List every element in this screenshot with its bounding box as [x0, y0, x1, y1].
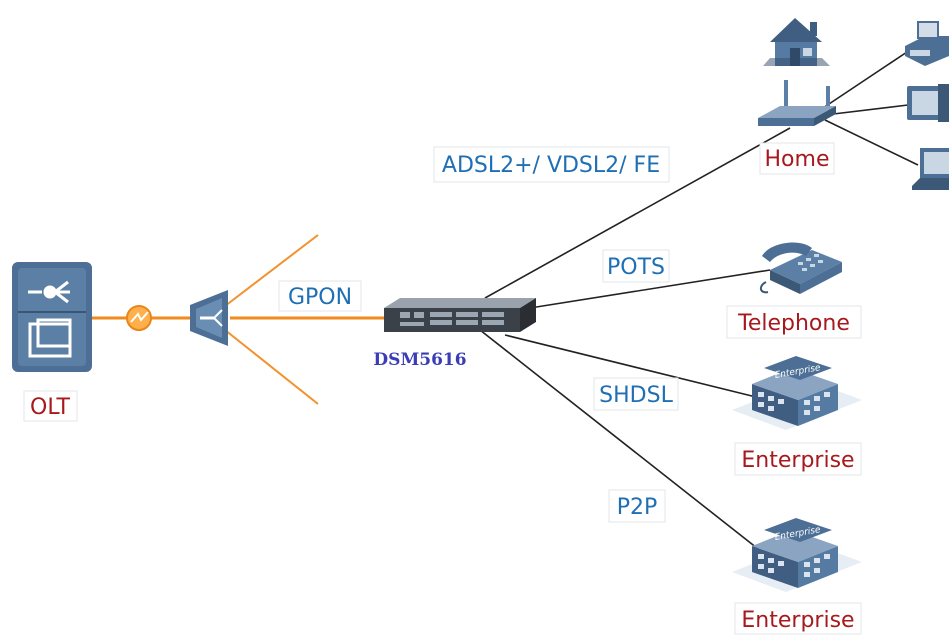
olt-label: OLT: [30, 395, 71, 420]
enterprise-label-1: Enterprise: [741, 448, 854, 473]
telephone-label-box: [726, 305, 862, 339]
p2p-label: P2P: [617, 495, 658, 520]
dsm5616-label: DSM5616: [373, 350, 466, 370]
house-icon: [763, 18, 830, 66]
enterprise-label-2: Enterprise: [741, 608, 854, 633]
home-label-box: [759, 142, 835, 175]
pots-label-box: [602, 249, 670, 283]
olt-label-box: [23, 390, 78, 422]
gpon-label: GPON: [288, 285, 352, 310]
telephone-icon: [760, 242, 842, 294]
enterprise-building-icon-2: [732, 518, 862, 592]
shdsl-label-box: [593, 377, 679, 411]
desktop-computer-icon: [907, 84, 949, 122]
adsl-vdsl-fe-label: ADSL2+/ VDSL2/ FE: [442, 153, 660, 178]
telephone-label: Telephone: [737, 311, 850, 336]
gpon-label-box: [278, 280, 362, 312]
shdsl-label: SHDSL: [599, 383, 673, 408]
laptop-icon: [912, 148, 949, 190]
enterprise-label-box-1: [734, 442, 862, 476]
home-label: Home: [765, 147, 830, 172]
p2p-label-box: [608, 489, 666, 523]
enterprise-label-box-2: [734, 602, 862, 635]
dsm5616-device-icon: [384, 298, 536, 332]
fiber-connector-icon: [126, 305, 152, 331]
adsl-label-box: [433, 146, 670, 183]
access-links: [479, 49, 919, 553]
olt-icon: [12, 262, 92, 372]
pots-label: POTS: [607, 255, 665, 280]
enterprise-building-icon-1: [732, 356, 862, 430]
splitter-icon: [190, 290, 228, 346]
fax-icon: [905, 21, 949, 66]
router-icon: [758, 80, 836, 126]
